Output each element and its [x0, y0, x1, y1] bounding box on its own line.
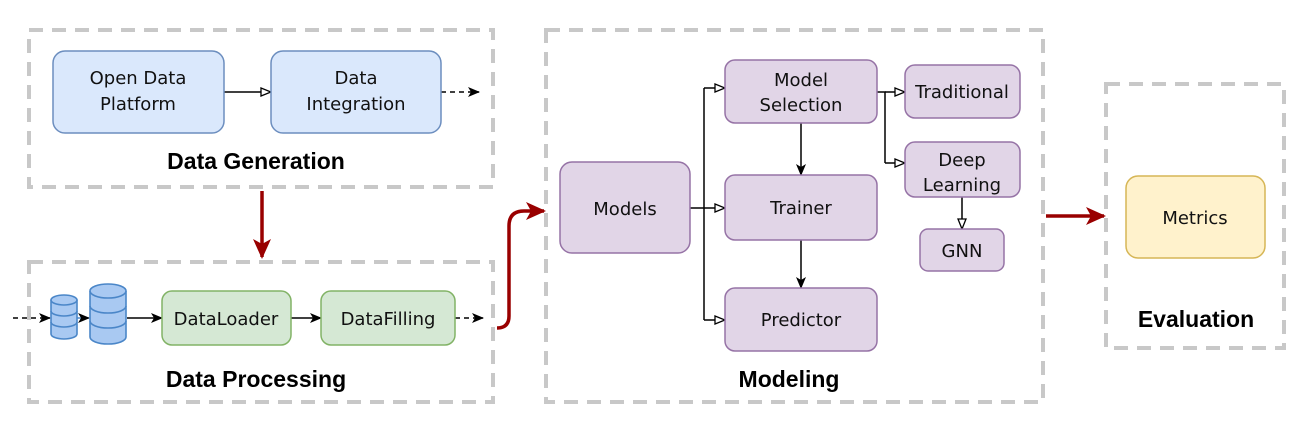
predictor-node[interactable]: Predictor [724, 287, 878, 352]
large-database-icon [89, 283, 127, 345]
data-processing-title: Data Processing [166, 366, 346, 392]
data-generation-group [27, 28, 495, 189]
open-data-platform-label-line1: Open Data [90, 68, 187, 89]
small-database-icon [50, 294, 78, 340]
predictor-label: Predictor [761, 310, 842, 331]
metrics-label: Metrics [1162, 208, 1227, 229]
deep-learning-label-line2: Learning [923, 175, 1001, 196]
gnn-node[interactable]: GNN [919, 228, 1005, 272]
trainer-node[interactable]: Trainer [724, 174, 878, 241]
deep-learning-label-line1: Deep [938, 150, 985, 171]
data-processing-group [27, 260, 495, 404]
open-data-platform-label-line2: Platform [100, 94, 176, 115]
data-generation-title: Data Generation [167, 148, 345, 174]
modeling-title: Modeling [739, 366, 840, 392]
metrics-node[interactable]: Metrics [1125, 175, 1266, 259]
datafilling-label: DataFilling [341, 309, 436, 330]
model-selection-label-line1: Model [774, 70, 828, 91]
trainer-label: Trainer [769, 198, 832, 219]
model-selection-node[interactable]: Model Selection [724, 59, 878, 124]
evaluation-group [1104, 82, 1286, 350]
open-data-platform-node[interactable]: Open Data Platform [52, 50, 225, 134]
models-label: Models [593, 199, 656, 220]
traditional-node[interactable]: Traditional [904, 64, 1021, 119]
connector-selection-bus [877, 91, 886, 163]
model-selection-label-line2: Selection [760, 95, 843, 116]
dataloader-node[interactable]: DataLoader [161, 290, 292, 346]
traditional-label: Traditional [914, 82, 1009, 103]
datafilling-node[interactable]: DataFilling [320, 290, 456, 346]
data-integration-label-line1: Data [335, 68, 378, 89]
dataloader-label: DataLoader [174, 309, 279, 330]
data-integration-label-line2: Integration [306, 94, 405, 115]
data-integration-node[interactable]: Data Integration [270, 50, 442, 134]
evaluation-title: Evaluation [1138, 306, 1254, 332]
modeling-group [544, 28, 1045, 404]
deep-learning-node[interactable]: Deep Learning [904, 141, 1021, 198]
gnn-label: GNN [942, 241, 983, 262]
models-node[interactable]: Models [559, 161, 691, 254]
flow-arrow-processing-to-modeling [496, 202, 546, 330]
